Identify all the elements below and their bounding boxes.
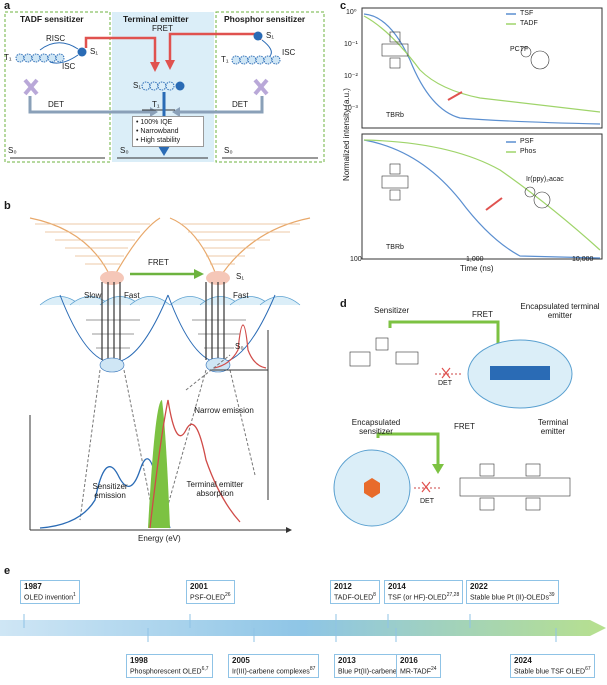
- x-mark-right: [253, 78, 269, 96]
- x-mark-left: [23, 78, 39, 96]
- t1-center-label: T₁: [152, 100, 160, 109]
- s1-center-dot: [175, 81, 185, 91]
- panel-d-label: d: [340, 298, 347, 310]
- det-left-label: DET: [48, 100, 64, 109]
- slow-label: Slow: [84, 291, 102, 300]
- tsf-curve-top: [363, 13, 601, 125]
- det-top-label: DET: [438, 380, 452, 387]
- s1-left-dot: [77, 47, 87, 57]
- panel-e-label: e: [4, 565, 11, 577]
- risc-label: RISC: [46, 34, 66, 43]
- t1-right-label: T₁: [221, 55, 229, 64]
- tadf-title: TADF sensitizer: [20, 14, 84, 24]
- panel-b-label: b: [4, 200, 11, 212]
- tadf-curve-top: [363, 15, 601, 113]
- s1-right-label: S₁: [266, 31, 275, 40]
- s1-left-label: S₁: [90, 47, 99, 56]
- terminal-absorption-curve: [149, 399, 241, 529]
- fret-top-label: FRET: [472, 310, 493, 319]
- fret-label-b: FRET: [148, 258, 169, 267]
- fret-bottom-label: FRET: [454, 422, 475, 431]
- narrow-emission-curve: [213, 324, 267, 369]
- ytick-2: 10⁻²: [344, 73, 358, 80]
- isc-left-label: ISC: [62, 62, 76, 71]
- bullet-1: • 100% IQE: [136, 119, 173, 126]
- tadf-box: [4, 11, 111, 163]
- narrow-emission-label: Narrow emission: [194, 406, 254, 415]
- bullet-box: • 100% IQE • Narrowband • High stability: [132, 116, 204, 147]
- fret-label-a: FRET: [152, 24, 173, 33]
- phosphor-box: [215, 11, 325, 163]
- fast-left-label: Fast: [124, 291, 140, 300]
- s0-right-label: S₀: [224, 146, 233, 155]
- panel-d-diagram: [333, 320, 573, 527]
- t1-left-chain: [15, 53, 65, 63]
- mol-irppy: Ir(ppy)₂acac: [526, 176, 564, 183]
- terminal-emitter-label: Terminal emitter: [537, 418, 569, 436]
- ytick-1: 10⁻¹: [344, 41, 358, 48]
- phosphor-title: Phosphor sensitizer: [224, 14, 306, 24]
- bullet-3: • High stability: [136, 137, 181, 144]
- panel-c-label: c: [340, 0, 347, 12]
- mol-pctf: PCTF: [510, 46, 529, 53]
- mol-tbrb-top: TBRb: [386, 112, 404, 119]
- fast-right-label: Fast: [233, 291, 249, 300]
- xtick-10000: 10,000: [572, 256, 594, 263]
- terminal-absorption-label: Terminal emitter absorption: [186, 480, 244, 498]
- s1-center-label: S₁: [133, 81, 142, 90]
- det-bottom-label: DET: [420, 498, 434, 505]
- det-right-label: DET: [232, 100, 248, 109]
- legend-phos: Phos: [520, 148, 536, 155]
- phos-curve-bottom: [363, 139, 601, 251]
- lower-wells: [39, 296, 301, 306]
- s1-label-b: S₁: [236, 272, 245, 281]
- sensitizer-label: Sensitizer: [374, 306, 410, 315]
- s1-right-dot: [253, 31, 263, 41]
- timeline-arrow: [0, 614, 606, 642]
- legend-tsf: TSF: [520, 10, 534, 17]
- ytick-0: 10⁰: [346, 9, 357, 16]
- panel-a-label: a: [4, 0, 11, 12]
- upper-wells: [29, 217, 311, 282]
- bullet-2: • Narrowband: [136, 128, 179, 135]
- legend-psf: PSF: [520, 138, 534, 145]
- energy-axis-label: Energy (eV): [138, 534, 181, 543]
- psf-curve-bottom: [363, 139, 601, 259]
- terminal-title: Terminal emitter: [123, 14, 189, 24]
- t1-left-label: T₁: [4, 53, 12, 62]
- mol-tbrb-bottom: TBRb: [386, 244, 404, 251]
- s0-label-b: S₀: [235, 342, 244, 351]
- ytick-3: 10⁻³: [344, 105, 358, 112]
- s0-left-label: S₀: [8, 146, 17, 155]
- xlabel-c: Time (ns): [460, 264, 494, 273]
- xtick-1000: 1,000: [466, 256, 484, 263]
- legend-tadf: TADF: [520, 20, 538, 27]
- ylabel-c: Normalized intensity (a.u.): [341, 88, 351, 181]
- encap-terminal-label: Encapsulated terminal emitter: [520, 302, 600, 320]
- sensitizer-emission-label: Sensitizer emission: [92, 482, 128, 500]
- panel-b-diagram: [29, 217, 311, 533]
- encap-sensitizer-label: Encapsulated sensitizer: [351, 418, 401, 436]
- isc-right-label: ISC: [282, 48, 296, 57]
- s0-center-label: S₀: [120, 146, 129, 155]
- panel-c-chart: [361, 7, 603, 260]
- xtick-100: 100: [350, 256, 362, 263]
